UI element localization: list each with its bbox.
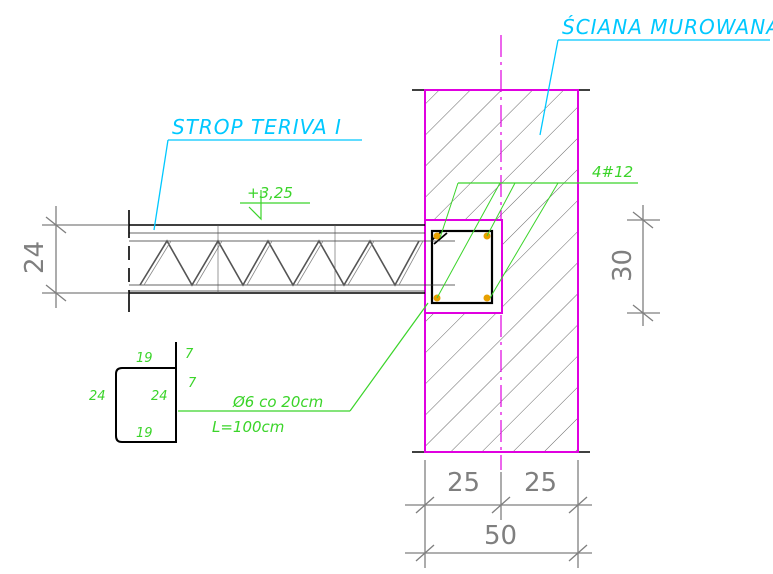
level-text: +3,25 xyxy=(247,184,293,202)
slab-leader: STROP TERIVA I xyxy=(153,115,362,231)
stirrup-spacing-text: Ø6 co 20cm xyxy=(232,393,323,411)
lattice-truss xyxy=(139,239,420,287)
rebar-dot xyxy=(483,294,491,302)
stirrup-shape-detail: 19 19 24 24 7 7 xyxy=(89,342,197,443)
level-mark: +3,25 xyxy=(240,184,310,221)
slab-height-text: 24 xyxy=(20,241,50,274)
stirrup-left-dim: 24 xyxy=(89,389,106,404)
lattice-truss-shadow xyxy=(143,240,424,286)
slab-height-dimension xyxy=(42,206,128,308)
slab-title: STROP TERIVA I xyxy=(172,115,342,139)
ring-beam xyxy=(424,219,503,314)
stirrup-hook-bottom-dim: 7 xyxy=(188,376,197,391)
wall-leader: ŚCIANA MUROWANA xyxy=(539,15,773,136)
beam-stirrup xyxy=(430,229,494,305)
rebar-dot xyxy=(433,232,441,240)
stirrup-length-text: L=100cm xyxy=(212,418,284,436)
rebar-leader: 4#12 xyxy=(436,163,638,299)
left-part-text: 25 xyxy=(447,468,480,498)
wall-title: ŚCIANA MUROWANA xyxy=(562,15,773,39)
stirrup-top-dim: 19 xyxy=(136,351,153,366)
total-width-dimension xyxy=(405,520,592,568)
stirrup-bottom-dim: 19 xyxy=(136,426,153,441)
stirrup-shape xyxy=(115,342,177,443)
teriva-slab xyxy=(128,210,455,312)
beam-height-dimension xyxy=(627,205,660,326)
width-part-dimension xyxy=(405,460,592,520)
right-part-text: 25 xyxy=(524,468,557,498)
beam-height-text: 30 xyxy=(608,249,638,282)
rebar-main-text: 4#12 xyxy=(592,163,633,181)
stirrup-leader: Ø6 co 20cm L=100cm xyxy=(178,302,429,436)
stirrup-inner-dim: 24 xyxy=(151,389,168,404)
total-width-text: 50 xyxy=(484,521,517,551)
wall-hatch xyxy=(425,90,578,452)
stirrup-hook-top-dim: 7 xyxy=(185,347,194,362)
